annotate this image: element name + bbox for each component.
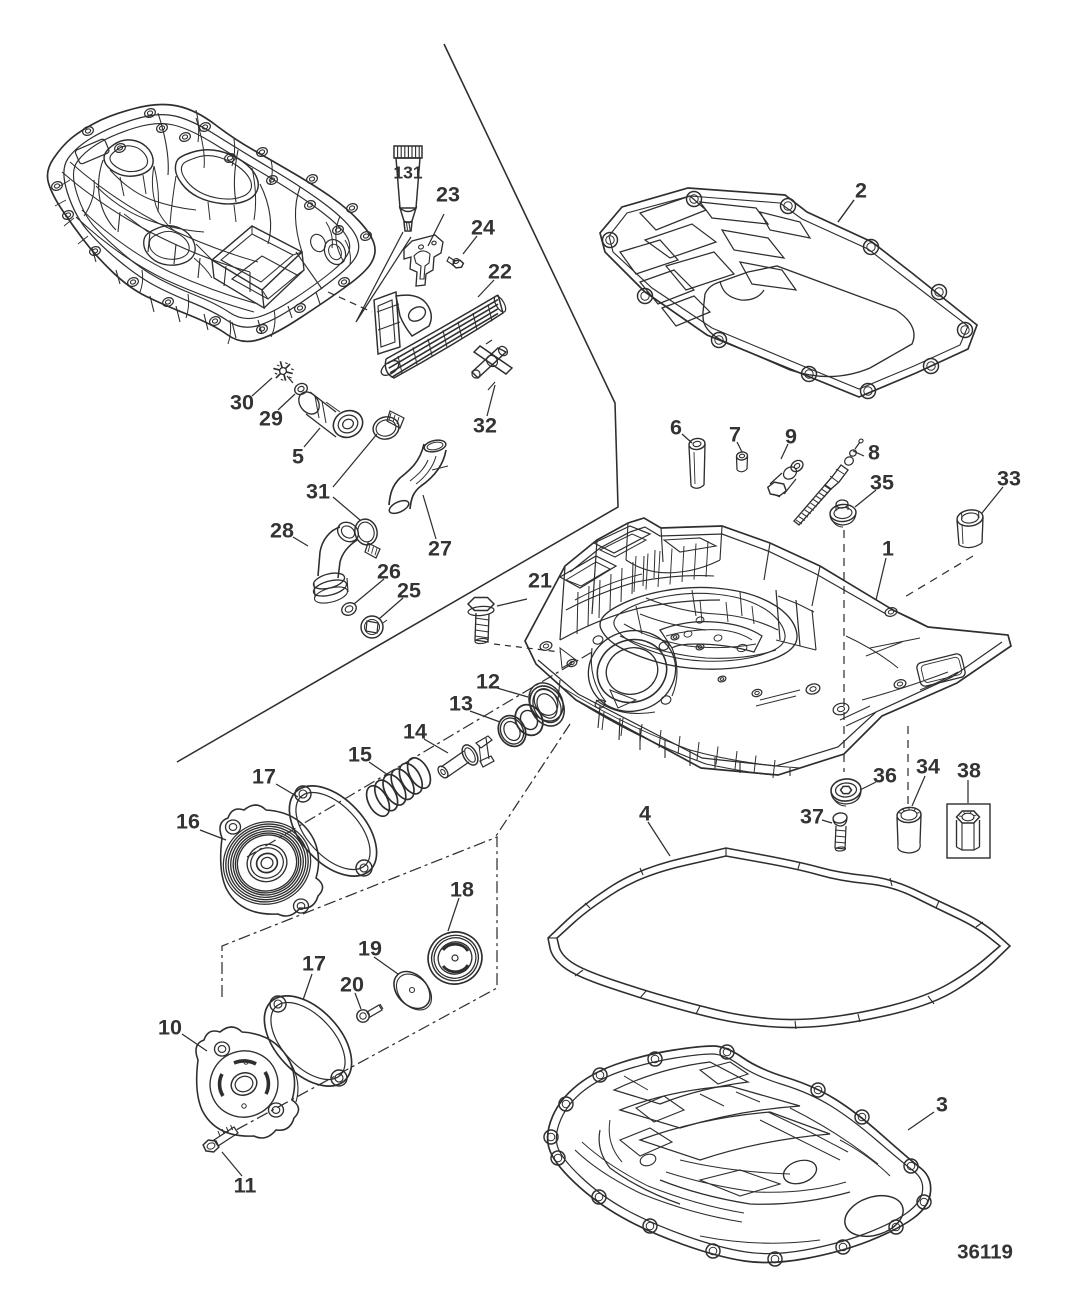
svg-text:19: 19 xyxy=(358,937,382,961)
svg-text:35: 35 xyxy=(870,471,894,495)
svg-text:21: 21 xyxy=(528,569,552,593)
svg-text:10: 10 xyxy=(158,1016,182,1040)
svg-text:18: 18 xyxy=(450,878,474,902)
svg-text:13: 13 xyxy=(449,692,473,716)
svg-text:4: 4 xyxy=(639,802,651,826)
svg-text:17: 17 xyxy=(252,765,276,789)
svg-text:32: 32 xyxy=(473,414,497,438)
svg-text:12: 12 xyxy=(476,670,500,694)
svg-text:30: 30 xyxy=(230,391,254,415)
svg-text:28: 28 xyxy=(270,519,294,543)
svg-text:27: 27 xyxy=(428,537,452,561)
svg-text:24: 24 xyxy=(471,216,495,240)
svg-text:6: 6 xyxy=(670,416,682,440)
svg-text:26: 26 xyxy=(377,560,401,584)
svg-text:3: 3 xyxy=(936,1093,948,1117)
svg-text:11: 11 xyxy=(234,1174,257,1198)
svg-text:36119: 36119 xyxy=(957,1240,1013,1263)
svg-text:1: 1 xyxy=(882,537,894,561)
svg-text:36: 36 xyxy=(873,764,897,788)
svg-text:25: 25 xyxy=(397,579,421,603)
svg-text:38: 38 xyxy=(957,759,981,783)
svg-text:14: 14 xyxy=(403,720,427,744)
svg-text:22: 22 xyxy=(488,260,512,284)
svg-text:131: 131 xyxy=(393,162,422,182)
svg-text:17: 17 xyxy=(302,952,326,976)
svg-text:29: 29 xyxy=(259,407,283,431)
svg-text:33: 33 xyxy=(997,467,1021,491)
svg-text:23: 23 xyxy=(436,183,460,207)
svg-text:9: 9 xyxy=(785,425,797,449)
svg-text:34: 34 xyxy=(916,755,940,779)
svg-text:2: 2 xyxy=(855,179,867,203)
svg-text:8: 8 xyxy=(868,441,880,465)
svg-text:16: 16 xyxy=(176,810,200,834)
svg-text:15: 15 xyxy=(348,743,372,767)
svg-text:5: 5 xyxy=(292,445,304,469)
svg-text:37: 37 xyxy=(800,805,824,829)
svg-text:7: 7 xyxy=(729,423,741,447)
svg-text:31: 31 xyxy=(306,480,330,504)
svg-text:20: 20 xyxy=(340,973,364,997)
